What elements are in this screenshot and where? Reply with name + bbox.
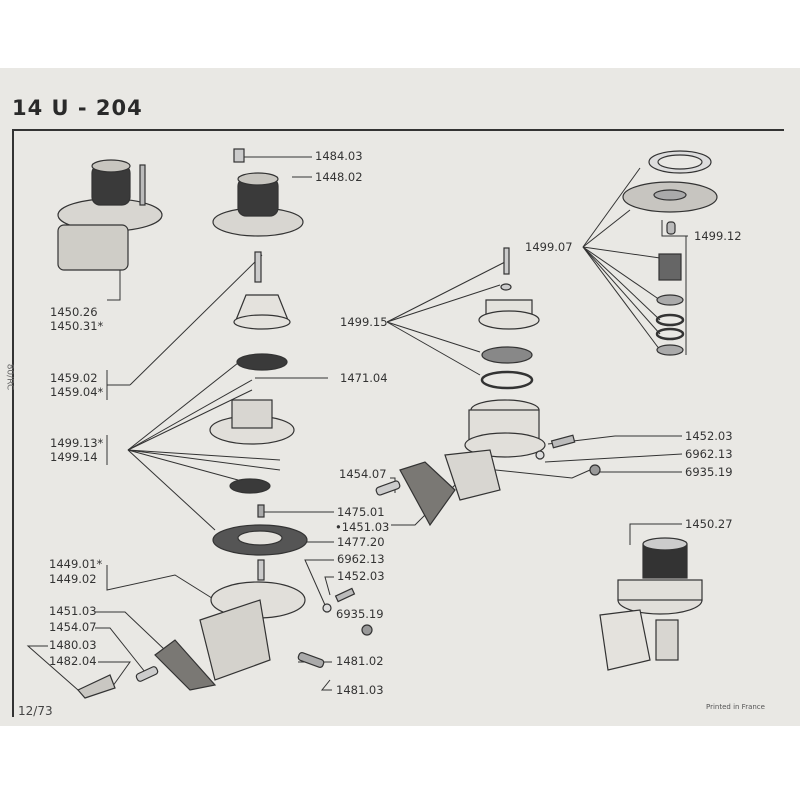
part-label-6962-13-a: 6962.13 [337, 552, 385, 566]
leader-1499-12 [661, 220, 688, 237]
leader-1452-03 [324, 576, 334, 596]
part-label-1450-26: 1450.26 [50, 305, 98, 319]
part-label-1484-03: 1484.03 [315, 149, 363, 163]
page-title: 14 U - 204 [12, 96, 143, 120]
leader-1482-04 [98, 661, 131, 691]
part-label-1481-03: 1481.03 [336, 683, 384, 697]
part-label-1499-13: 1499.13* [50, 436, 104, 450]
part-label-1480-03: 1480.03 [49, 638, 97, 652]
leader-6962-13-right [544, 453, 683, 463]
part-label-1475-01: 1475.01 [337, 505, 385, 519]
part-label-1477-20: 1477.20 [337, 535, 385, 549]
part-label-6935-19-a: 6935.19 [336, 607, 384, 621]
part-label-1482-04: 1482.04 [49, 654, 97, 668]
leader-1454-07 [95, 627, 146, 673]
catalog-page [0, 68, 800, 726]
part-label-1459-02: 1459.02 [50, 371, 98, 385]
part-label-1499-12: 1499.12 [694, 229, 742, 243]
part-label-1450-27: 1450.27 [685, 517, 733, 531]
leader-1480-03 [26, 645, 79, 691]
part-label-1454-07-a: 1454.07 [49, 620, 97, 634]
part-label-1481-02: 1481.02 [336, 654, 384, 668]
leader-1449 [106, 565, 216, 601]
frame-left-rule [12, 129, 14, 717]
frame-top-rule [12, 129, 784, 131]
bracket-1459 [106, 370, 130, 400]
part-label-1452-03-b: 1452.03 [685, 429, 733, 443]
part-label-6935-19-b: 6935.19 [685, 465, 733, 479]
leader-1450-27 [629, 523, 682, 545]
part-label-1451-03-b: 1451.03 [49, 604, 97, 618]
part-label-1449-01: 1449.01* [49, 557, 103, 571]
leader-1451-03 [95, 611, 166, 651]
part-label-1452-03-a: 1452.03 [337, 569, 385, 583]
part-label-1499-14: 1499.14 [50, 450, 98, 464]
part-label-1471-04: 1471.04 [340, 371, 388, 385]
part-label-1499-15: 1499.15 [340, 315, 388, 329]
part-label-1450-31: 1450.31* [50, 319, 104, 333]
printed-in-note: Printed in France [706, 703, 765, 711]
part-label-1451-03-a: •1451.03 [335, 520, 390, 534]
page-number: 12/73 [18, 704, 53, 718]
part-label-1454-07-b: 1454.07 [339, 467, 387, 481]
leader-1481-03 [320, 679, 332, 691]
leader-6962-13 [304, 559, 334, 606]
part-label-1449-02: 1449.02 [49, 572, 97, 586]
leader-1459 [129, 254, 263, 386]
part-label-1499-07: 1499.07 [525, 240, 573, 254]
part-label-1459-04: 1459.04* [50, 385, 104, 399]
part-label-1448-02: 1448.02 [315, 170, 363, 184]
part-label-6962-13-b: 6962.13 [685, 447, 733, 461]
